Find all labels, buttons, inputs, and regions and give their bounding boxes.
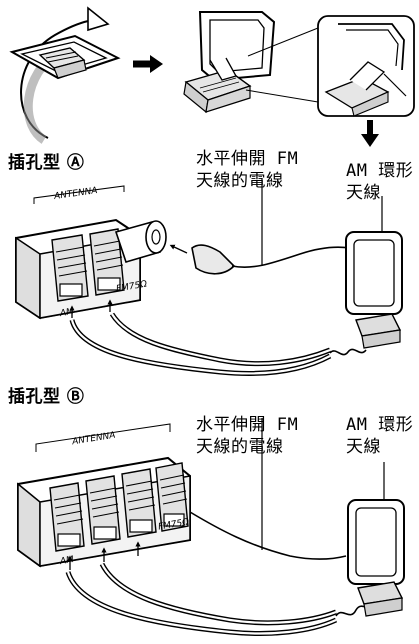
socket-a-am-label-line2: 天線 — [346, 183, 381, 203]
socket-b-am-label-line2: 天線 — [346, 437, 381, 457]
socket-a-fm-wire-label-line1: 水平伸開 FM — [196, 149, 299, 169]
socket-b-clip-3 — [121, 468, 157, 538]
socket-b-clip-fm — [155, 462, 189, 532]
down-arrow — [361, 120, 379, 147]
socket-a-clip-ground — [89, 228, 125, 296]
socket-a-clip-am — [51, 234, 89, 302]
socket-b-title: 插孔型 Ⓑ — [8, 387, 85, 407]
socket-b-clip-2 — [85, 475, 121, 545]
socket-b-am-loop — [347, 462, 405, 617]
socket-b-fm-wire-label-line1: 水平伸開 FM — [196, 415, 299, 435]
socket-a-am-loop — [345, 196, 403, 349]
am-loop-standing — [183, 11, 319, 114]
right-arrow — [133, 55, 163, 73]
socket-a-terminal-block — [15, 185, 188, 320]
socket-b-fm-wire-label-line2: 天線的電線 — [196, 437, 284, 457]
socket-a-fm-wire-label-line2: 天線的電線 — [196, 171, 284, 191]
socket-b-am-leads — [65, 562, 377, 636]
socket-a-fm-wire — [191, 178, 351, 275]
socket-a-am-label-line1: AM 環形 — [346, 161, 414, 181]
socket-a-title: 插孔型 Ⓐ — [8, 153, 85, 173]
socket-b-terminal-block — [17, 423, 191, 570]
socket-a-am-leads — [69, 312, 367, 376]
am-loop-detail-callout — [317, 15, 415, 117]
am-loop-fold-step — [9, 6, 121, 144]
socket-a-coax-jack — [114, 220, 167, 263]
socket-b-am-label-line1: AM 環形 — [346, 415, 414, 435]
socket-b-clip-1 — [49, 482, 85, 552]
socket-b-fm-wire — [189, 418, 347, 560]
